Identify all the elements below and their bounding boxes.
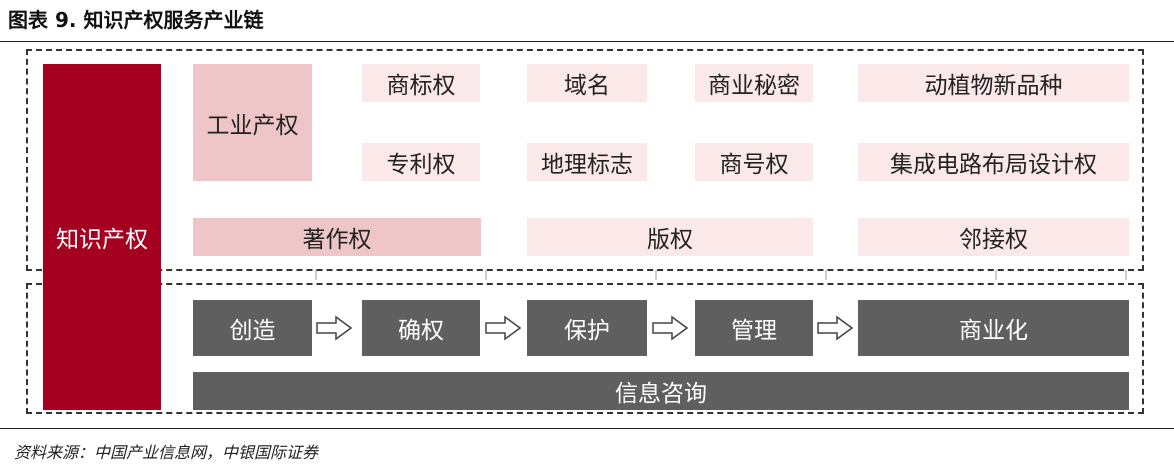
industrial-property-box: 工业产权 xyxy=(193,64,312,181)
copyright-box: 著作权 xyxy=(193,218,481,256)
information-consulting-bar: 信息咨询 xyxy=(193,372,1129,410)
plant-variety-box: 动植物新品种 xyxy=(858,64,1129,102)
flow-step-protect: 保护 xyxy=(527,300,647,356)
publishing-right-box: 版权 xyxy=(527,218,813,256)
frame-separator-ticks xyxy=(145,270,1127,280)
ic-layout-design-box: 集成电路布局设计权 xyxy=(858,143,1129,181)
flow-step-manage: 管理 xyxy=(695,300,813,356)
flow-step-commercialize: 商业化 xyxy=(858,300,1129,356)
patent-right-box: 专利权 xyxy=(362,143,480,181)
trade-secret-box: 商业秘密 xyxy=(695,64,813,102)
flow-step-create: 创造 xyxy=(193,300,312,356)
service-chain-frame xyxy=(26,283,1144,414)
flow-arrow-icon xyxy=(485,315,521,341)
ip-types-frame xyxy=(26,49,1144,271)
flow-arrow-icon xyxy=(652,315,688,341)
flow-arrow-icon xyxy=(316,315,352,341)
trademark-right-box: 商标权 xyxy=(362,64,480,102)
flow-arrow-icon xyxy=(817,315,853,341)
neighboring-right-box: 邻接权 xyxy=(858,218,1129,256)
figure-title: 图表 9. 知识产权服务产业链 xyxy=(8,8,264,32)
trade-name-right-box: 商号权 xyxy=(695,143,813,181)
geographical-indication-box: 地理标志 xyxy=(527,143,647,181)
flow-step-confirm: 确权 xyxy=(362,300,480,356)
bottom-rule xyxy=(0,428,1174,429)
domain-name-box: 域名 xyxy=(527,64,647,102)
intellectual-property-label: 知识产权 xyxy=(43,64,161,410)
title-rule xyxy=(0,41,1174,42)
source-note: 资料来源：中国产业信息网，中银国际证券 xyxy=(14,443,319,462)
